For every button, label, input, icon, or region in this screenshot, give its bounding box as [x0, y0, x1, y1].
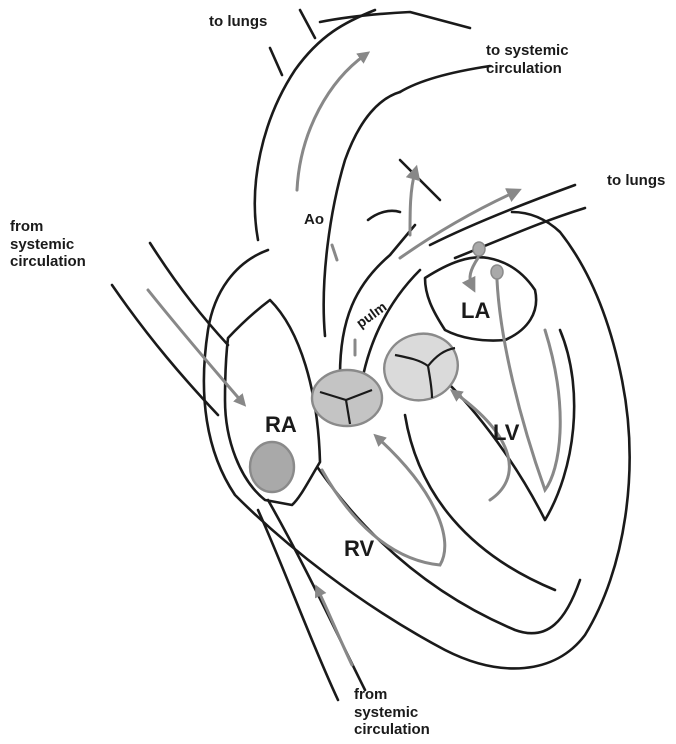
label-to-lungs-right: to lungs [607, 172, 665, 190]
heart-outer-outline [204, 212, 630, 668]
pulmonary-left-branch [400, 160, 440, 200]
left-atrium-small-oval-1 [473, 242, 485, 256]
label-ao: Ao [304, 211, 324, 229]
label-line: systemic [354, 704, 430, 722]
flow-arrow-pulmonary-right [400, 192, 515, 258]
right-atrium-oval [250, 442, 294, 492]
label-line: from [354, 686, 430, 704]
superior-vena-cava-wall-2 [150, 243, 228, 345]
label-lv: LV [493, 420, 519, 446]
label-line: circulation [354, 721, 430, 739]
label-la: LA [461, 298, 490, 324]
superior-vena-cava-wall-1 [112, 285, 218, 415]
flow-arrow-aorta [297, 55, 365, 190]
aorta-arch-bottom [400, 66, 490, 92]
label-line: systemic [10, 236, 86, 254]
aorta-inner-wall [324, 92, 400, 336]
pulmonary-valve [312, 370, 382, 426]
label-from-systemic-left: from systemic circulation [10, 218, 86, 271]
flow-arrow-la-to-lv [497, 280, 560, 490]
label-line: to systemic [486, 42, 569, 60]
label-to-systemic-circulation: to systemic circulation [486, 42, 569, 77]
label-line: from [10, 218, 86, 236]
valves [250, 242, 503, 492]
aortic-valve [377, 326, 466, 409]
label-from-systemic-bottom: from systemic circulation [354, 686, 430, 739]
left-atrium-small-oval-2 [491, 265, 503, 279]
aortic-root-detail [368, 211, 400, 220]
flow-arrow-la-small [470, 258, 478, 286]
flow-arrow-from-ivc [318, 590, 352, 665]
label-to-lungs-top: to lungs [209, 13, 267, 31]
label-line: circulation [10, 253, 86, 271]
aorta-outer-wall [255, 10, 375, 240]
label-rv: RV [344, 536, 374, 562]
label-line: circulation [486, 60, 569, 78]
pulmonary-branch-top [430, 185, 575, 245]
flow-arrow-pulm-dash-1 [332, 245, 337, 260]
top-branch-line-1 [270, 48, 282, 75]
top-branch-line-2 [300, 10, 315, 38]
flow-arrow-rv-up [322, 438, 445, 565]
flow-arrows [148, 55, 560, 665]
label-ra: RA [265, 412, 297, 438]
